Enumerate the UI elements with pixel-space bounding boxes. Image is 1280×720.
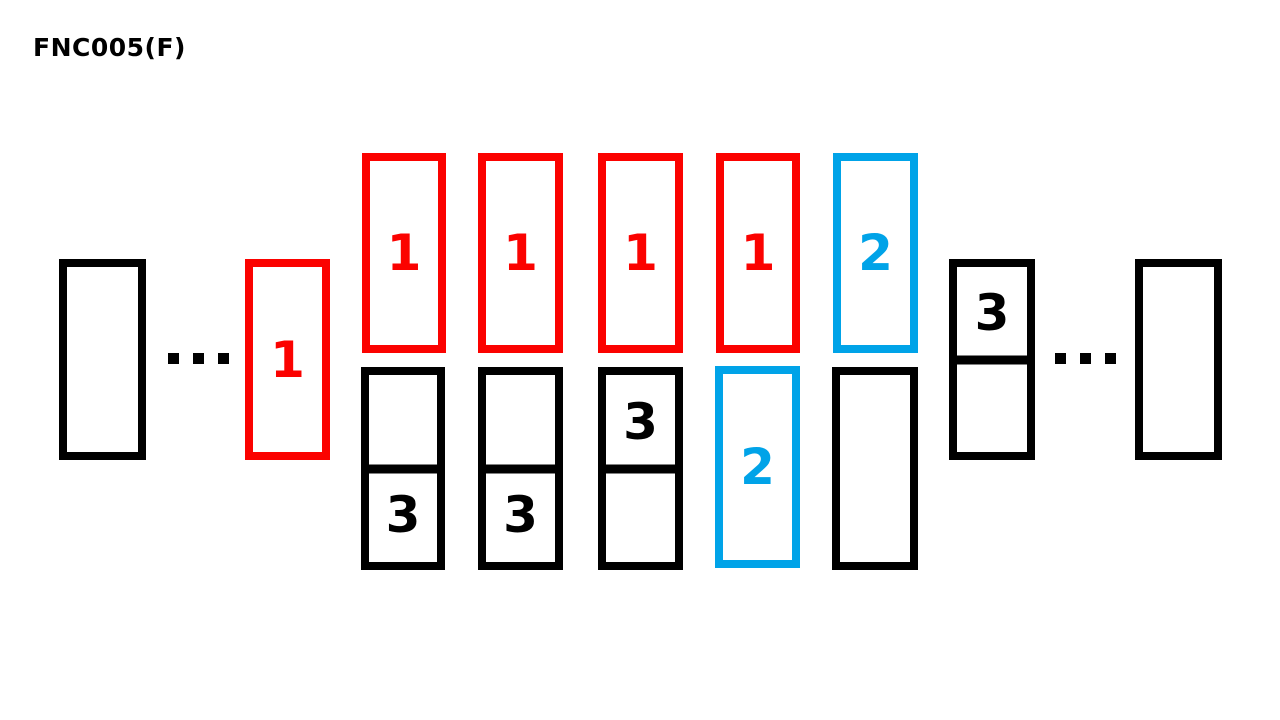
- box-label: 3: [974, 284, 1010, 343]
- box-label: 3: [385, 486, 421, 545]
- box-red-1-standalone: 1: [245, 259, 330, 460]
- box-top-red-1-fourth: 1: [716, 153, 800, 353]
- ellipsis-dot: [1105, 353, 1116, 364]
- ellipsis-left: [168, 353, 229, 364]
- box-divider: [369, 464, 437, 473]
- box-label: 1: [740, 224, 776, 282]
- box-top-blue-2: 2: [833, 153, 918, 353]
- box-bottom-empty: [832, 367, 918, 570]
- box-label: 2: [740, 438, 775, 496]
- ellipsis-dot: [1080, 353, 1091, 364]
- box-left-outer-empty: [59, 259, 146, 460]
- ellipsis-dot: [1055, 353, 1066, 364]
- box-label: 1: [623, 224, 658, 282]
- ellipsis-dot: [218, 353, 229, 364]
- box-bottom-split-3-second: 3: [478, 367, 563, 570]
- box-label: 3: [623, 392, 658, 451]
- box-top-red-1-second: 1: [478, 153, 563, 353]
- box-label: 3: [503, 486, 538, 545]
- box-right-split-3: 3: [949, 259, 1035, 460]
- box-label: 1: [503, 224, 538, 282]
- box-top-red-1-third: 1: [598, 153, 683, 353]
- box-label: 1: [270, 330, 305, 389]
- box-top-red-1-first: 1: [362, 153, 446, 353]
- ellipsis-right: [1055, 353, 1116, 364]
- page-title: FNC005(F): [33, 33, 186, 62]
- box-right-outer-empty: [1135, 259, 1222, 460]
- box-bottom-blue-2: 2: [715, 366, 800, 568]
- ellipsis-dot: [168, 353, 179, 364]
- box-label: 1: [386, 224, 422, 282]
- box-divider: [957, 355, 1027, 364]
- box-divider: [606, 464, 675, 473]
- box-bottom-split-3-first: 3: [361, 367, 445, 570]
- ellipsis-dot: [193, 353, 204, 364]
- box-label: 2: [858, 224, 893, 282]
- box-divider: [486, 464, 555, 473]
- box-bottom-split-3-third: 3: [598, 367, 683, 570]
